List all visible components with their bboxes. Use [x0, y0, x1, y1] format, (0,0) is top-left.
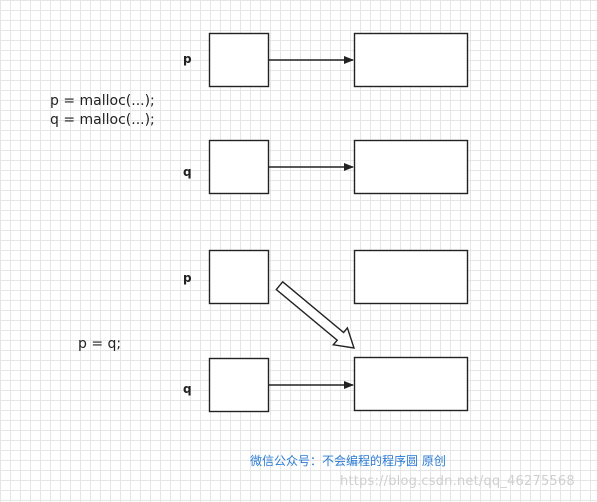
- pointer-box-q-after: [208, 357, 270, 413]
- memory-block-q-after: [353, 356, 469, 412]
- hollow-arrow-p-to-q-block: [275, 280, 356, 349]
- caption-source: 微信公众号：不会编程的程序圆 原创: [250, 454, 446, 468]
- watermark-url: https://blog.csdn.net/qq_46275568: [340, 474, 575, 489]
- label-p-before: p: [183, 52, 192, 66]
- pointer-box-q-before: [208, 139, 270, 195]
- label-p-after: p: [183, 271, 192, 285]
- memory-block-p-before: [353, 32, 469, 88]
- memory-block-q-before: [353, 139, 469, 195]
- pointer-box-p-before: [208, 32, 270, 88]
- code-malloc-p: p = malloc(...);: [50, 93, 155, 109]
- label-q-before: q: [183, 165, 192, 179]
- label-q-after: q: [183, 382, 192, 396]
- memory-block-p-after: [353, 249, 469, 305]
- pointer-box-p-after: [208, 249, 270, 305]
- code-malloc-q: q = malloc(...);: [50, 112, 155, 128]
- code-assign-p-q: p = q;: [78, 336, 122, 352]
